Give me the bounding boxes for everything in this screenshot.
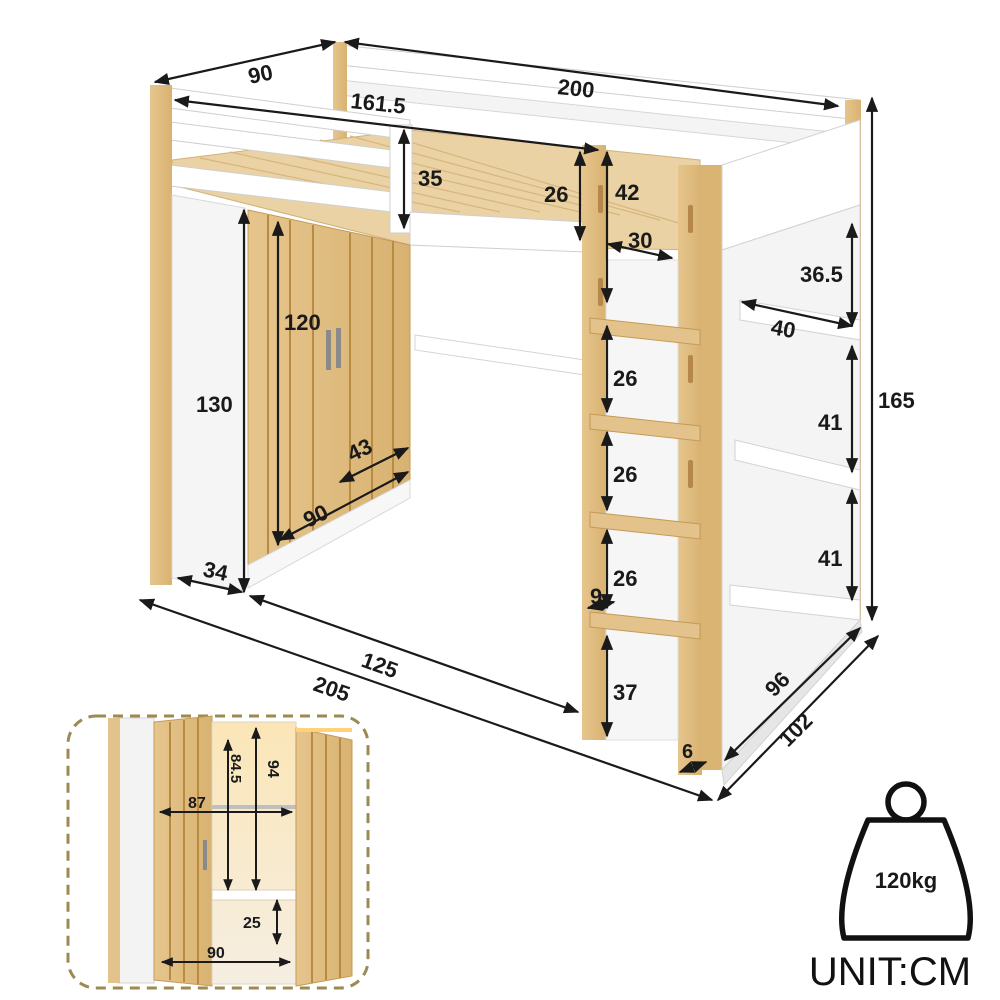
label-bed-width: 90 [246, 59, 275, 89]
inset-side-panel [117, 717, 155, 984]
label-step-depth: 9 [590, 584, 602, 609]
inset-led-strip [296, 728, 352, 732]
wardrobe-interior-inset: 87 94 84.5 25 90 [66, 714, 370, 990]
inset-dimension-lines [158, 726, 294, 967]
label-total-length: 205 [310, 671, 353, 707]
dim-line-shelf-depth [740, 298, 854, 330]
label-ladder-width: 30 [628, 228, 652, 253]
inset-door-right [295, 727, 353, 987]
label-ladder-step-2: 26 [613, 462, 637, 487]
label-post-width: 6 [682, 741, 693, 763]
label-ladder-step-3: 26 [613, 566, 637, 591]
dim-line-rail-length [173, 95, 600, 155]
ladder-rail-left [582, 145, 606, 740]
rail-post [389, 124, 413, 234]
inset-label-hanging-width: 87 [188, 795, 206, 812]
ladder-rung-3 [589, 511, 701, 540]
inset-interior-shelf [211, 889, 297, 901]
inset-label-height-outer: 94 [264, 760, 281, 778]
inset-label-bottom-shelf: 25 [243, 915, 261, 932]
label-rail-length: 161.5 [349, 88, 406, 119]
weight-icon [839, 781, 973, 941]
front-post-left [150, 85, 172, 585]
inset-door-left-slats [169, 718, 199, 984]
label-total-height: 165 [878, 388, 915, 413]
label-side-depth: 34 [201, 556, 231, 586]
label-shelf-top: 36.5 [800, 262, 843, 287]
shelf-2 [734, 439, 861, 491]
door-handle-left [326, 330, 331, 370]
dim-line-ladder-width [606, 240, 674, 262]
dim-line-bed-width [153, 38, 337, 86]
dim-line-side-depth [176, 574, 244, 596]
dim-line-wardrobe-width [278, 471, 410, 541]
dim-line-total-length [138, 598, 714, 802]
dim-line-under-bed [248, 594, 580, 714]
dim-line-bed-length [343, 37, 840, 111]
door-handle-right [336, 328, 341, 368]
ladder-rung-1 [589, 317, 701, 346]
inset-label-width: 90 [207, 945, 225, 962]
label-door-height: 120 [284, 310, 321, 335]
label-wardrobe-height: 130 [196, 392, 233, 417]
label-ladder-step-1: 26 [613, 366, 637, 391]
inset-door-right-slats [311, 732, 341, 983]
inset-handle [203, 840, 207, 870]
weight-badge: 120kg [839, 781, 973, 941]
inset-post [108, 718, 120, 983]
label-bed-side-height: 26 [544, 182, 568, 207]
weight-label: 120kg [875, 868, 937, 893]
label-shelf-depth: 40 [769, 314, 797, 343]
label-shelf-bottom: 41 [818, 546, 842, 571]
dimension-lines [138, 37, 880, 802]
label-shelf-middle: 41 [818, 410, 842, 435]
label-bed-length: 200 [556, 74, 595, 103]
dim-line-post [678, 760, 708, 774]
under-bed-bar [414, 334, 586, 376]
inset-label-height-inner: 84.5 [227, 754, 244, 783]
loft-bed-illustration [150, 42, 863, 787]
ladder-rung-2 [589, 413, 701, 442]
label-rail-height: 35 [418, 166, 442, 191]
label-ladder-top: 42 [615, 180, 639, 205]
ladder-rail-right-side [702, 165, 722, 770]
unit-label: UNIT:CM [809, 950, 971, 994]
dim-line-overall-width [716, 634, 880, 802]
label-ladder-bottom: 37 [613, 680, 637, 705]
inset-hanging-rod [212, 805, 296, 809]
